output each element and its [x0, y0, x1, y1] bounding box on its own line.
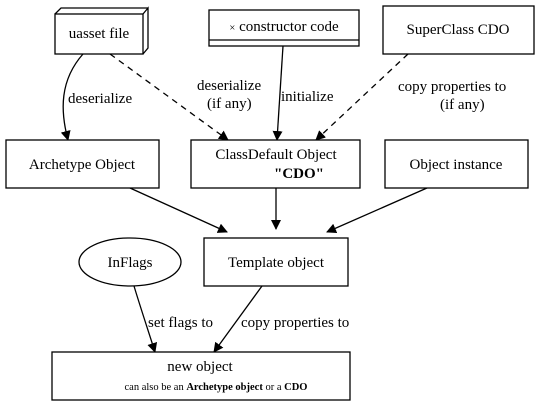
node-new-object: new object can also be an Archetype obje… — [51, 351, 351, 401]
edge-constructor-to-cdo: initialize — [272, 45, 334, 141]
edge-uasset-to-cdo: deserialize (if any) — [109, 53, 261, 141]
inflags-label: InFlags — [108, 255, 153, 271]
note-middle: or a — [263, 382, 284, 393]
edge-superclass-to-cdo: copy properties to (if any) — [315, 53, 506, 141]
edge-label-copy-properties-if-any-line1: copy properties to — [398, 79, 506, 95]
node-uasset-file: uasset file — [54, 6, 149, 55]
new-object-note: can also be an Archetype object or a CDO — [125, 382, 308, 393]
constructor-marker: × — [229, 23, 235, 34]
new-object-label: new object — [167, 359, 233, 375]
edge-label-deserialize-if-any-line1: deserialize — [197, 78, 261, 94]
node-constructor-code: × constructor code — [208, 9, 360, 47]
edge-uasset-to-archetype: deserialize — [60, 53, 132, 141]
node-superclass-cdo: SuperClass CDO — [382, 5, 535, 55]
object-instance-label: Object instance — [410, 157, 503, 173]
template-object-label: Template object — [228, 255, 325, 271]
note-archetype-object: Archetype object — [186, 382, 263, 393]
constructor-code-text: × constructor code — [229, 19, 339, 35]
node-template-object: Template object — [203, 237, 349, 287]
archetype-object-label: Archetype Object — [29, 157, 136, 173]
classdefault-object-label: ClassDefault Object — [215, 147, 337, 163]
node-classdefault-object: ClassDefault Object "CDO" — [190, 139, 361, 189]
edge-label-deserialize: deserialize — [68, 91, 132, 107]
superclass-cdo-label: SuperClass CDO — [407, 22, 510, 38]
node-archetype-object: Archetype Object — [5, 139, 160, 189]
edge-template-to-new-object: copy properties to — [213, 285, 349, 353]
cdo-sublabel: "CDO" — [274, 166, 324, 182]
uasset-file-label: uasset file — [69, 26, 130, 42]
edge-archetype-to-template — [129, 187, 228, 233]
note-prefix: can also be an — [125, 382, 187, 393]
node-object-instance: Object instance — [384, 139, 529, 189]
edge-label-set-flags-to: set flags to — [148, 315, 213, 331]
edge-inflags-to-new-object: set flags to — [133, 285, 213, 353]
node-inflags: InFlags — [78, 237, 182, 287]
edge-label-initialize: initialize — [281, 89, 334, 105]
edge-label-deserialize-if-any-line2: (if any) — [207, 96, 252, 112]
note-cdo: CDO — [284, 382, 307, 393]
edge-label-copy-properties-if-any-line2: (if any) — [440, 97, 485, 113]
constructor-code-label: constructor code — [239, 19, 339, 35]
edge-label-copy-properties-to: copy properties to — [241, 315, 349, 331]
note-fold-icon — [54, 6, 149, 55]
edge-instance-to-template — [326, 187, 428, 233]
